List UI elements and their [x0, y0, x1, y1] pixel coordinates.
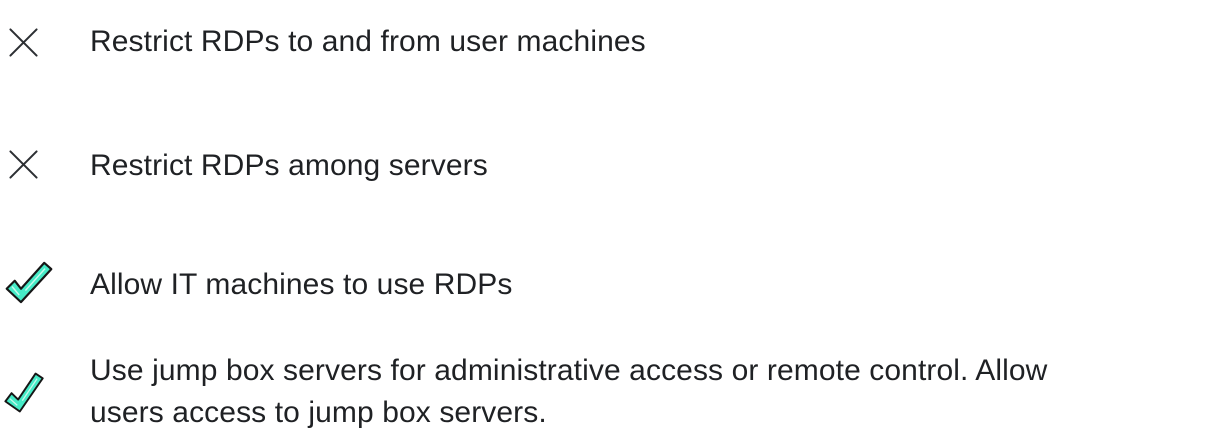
checklist-item-text: Restrict RDPs among servers [90, 149, 488, 182]
checklist-item-text: Use jump box servers for administrative … [90, 354, 1048, 429]
checklist-item-text: Allow IT machines to use RDPs [90, 268, 513, 301]
checklist-item-text: Restrict RDPs to and from user machines [90, 25, 646, 58]
check-mark-icon [4, 261, 54, 304]
x-mark-icon [8, 27, 39, 58]
check-mark-icon [0, 366, 50, 420]
x-mark-icon [8, 149, 39, 180]
